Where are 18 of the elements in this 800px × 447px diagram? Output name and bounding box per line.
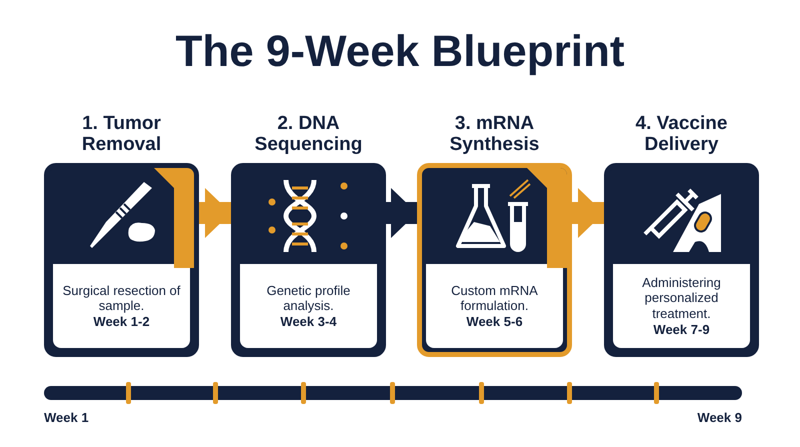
step-description: Genetic profile analysis. [266, 282, 352, 314]
step-description: Administering personalized treatment. [641, 274, 722, 322]
step-duration: Week 3-4 [280, 314, 337, 330]
step-duration: Week 7-9 [653, 322, 710, 338]
step-heading: 3. mRNA Synthesis [448, 112, 540, 157]
step-heading: 1. Tumor Removal [80, 112, 162, 157]
timeline-end-label: Week 9 [697, 409, 742, 427]
step-heading: 4. Vaccine Delivery [634, 112, 728, 157]
step-description: Surgical resection of sample. [62, 282, 182, 314]
timeline-start-label: Week 1 [44, 409, 89, 427]
step-heading: 2. DNA Sequencing [254, 112, 364, 157]
block-arrow [572, 188, 604, 238]
block-arrow [199, 188, 231, 238]
step-duration: Week 1-2 [93, 314, 150, 330]
title: The 9-Week Blueprint [175, 26, 625, 78]
block-arrow [386, 188, 417, 238]
step-duration: Week 5-6 [466, 314, 523, 330]
step-description: Custom mRNA formulation. [450, 282, 539, 314]
